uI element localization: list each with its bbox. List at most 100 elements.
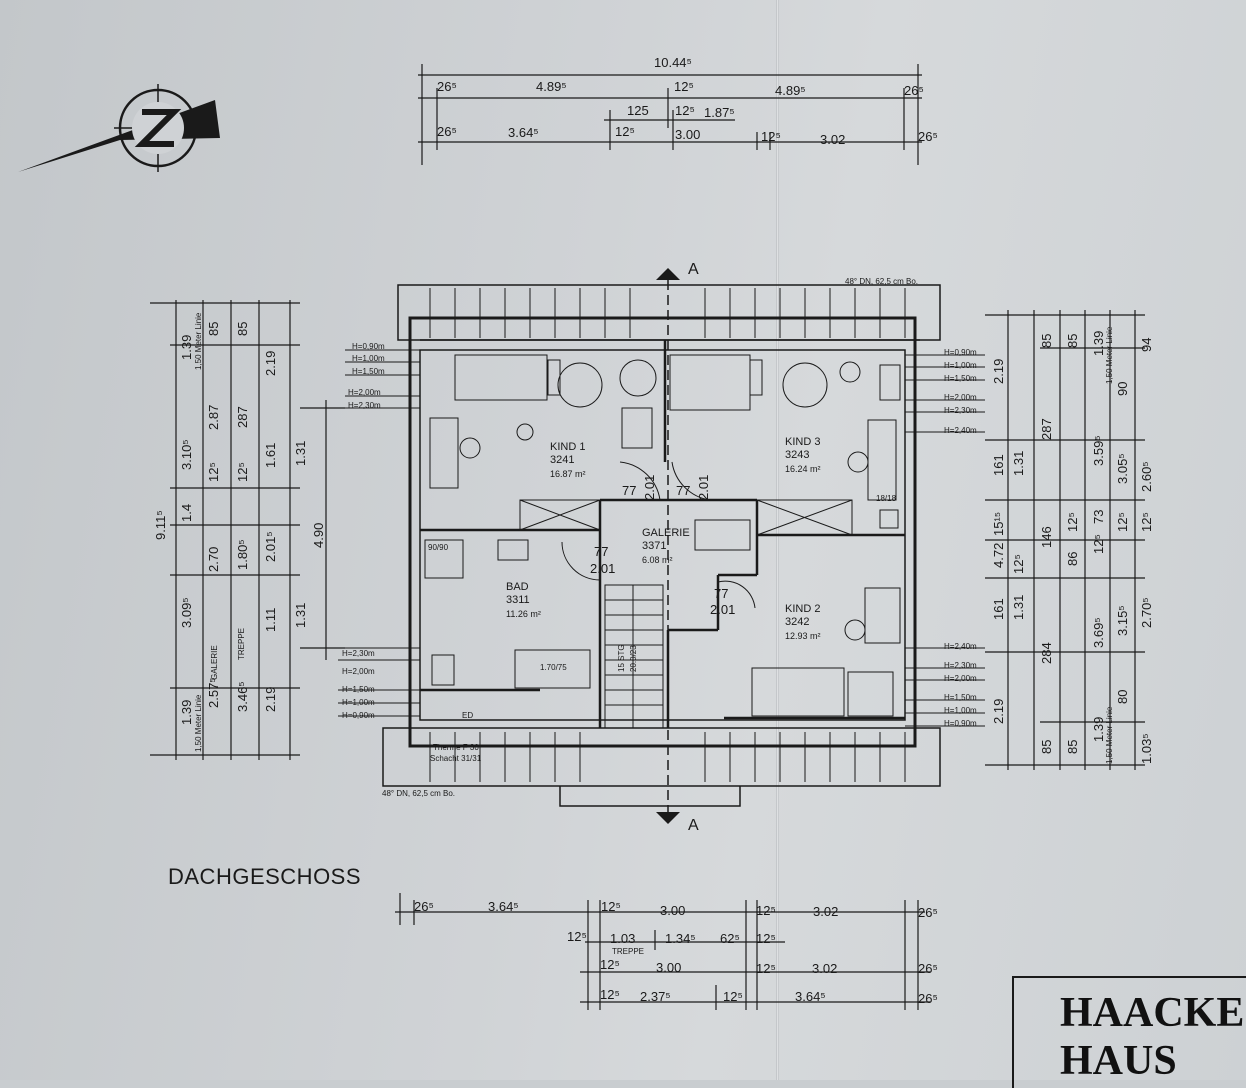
dim-label: 86 bbox=[1065, 551, 1080, 566]
dim-label: 12⁵ bbox=[1139, 512, 1154, 532]
dim-label: 85 bbox=[1065, 333, 1080, 348]
dim-label: 12⁵ bbox=[756, 903, 776, 918]
dim-label: 287 bbox=[1039, 418, 1054, 440]
dim-overall-width: 10.44⁵ bbox=[654, 55, 692, 70]
dim-label: 1.87⁵ bbox=[704, 105, 735, 120]
dim-label: 1.61 bbox=[263, 442, 278, 468]
dim-label: 4.89⁵ bbox=[775, 83, 806, 98]
dim-label: 2.19 bbox=[991, 698, 1006, 724]
dim-label: 26⁵ bbox=[918, 961, 938, 976]
dim-label: 2.60⁵ bbox=[1139, 461, 1154, 492]
dim-label: 3.02 bbox=[820, 132, 846, 147]
brand-line-1: HAACKE bbox=[1060, 990, 1245, 1036]
dim-label: 90 bbox=[1115, 381, 1130, 396]
dim-label: 12⁵ bbox=[756, 931, 776, 946]
dim-label: 2.87 bbox=[206, 404, 221, 430]
left-dimension-lines bbox=[150, 300, 345, 760]
height-label: H=1,50m bbox=[342, 685, 375, 694]
dim-label: 2.19 bbox=[263, 350, 278, 376]
height-label: H=0,90m bbox=[944, 719, 977, 728]
dim-label: 80 bbox=[1115, 689, 1130, 704]
dim-label: 26⁵ bbox=[414, 899, 434, 914]
room-galerie: GALERIE 3371 6.08 m² bbox=[642, 528, 690, 565]
room-area: 16.24 m² bbox=[785, 464, 821, 474]
treppe-label: TREPPE bbox=[612, 947, 645, 956]
door-swings bbox=[561, 461, 756, 609]
title-block bbox=[1012, 976, 1246, 1088]
dim-label: 3.69⁵ bbox=[1091, 617, 1106, 648]
door-height: 2.01 bbox=[710, 602, 736, 617]
dim-label: 287 bbox=[235, 406, 250, 428]
dim-label: 146 bbox=[1039, 526, 1054, 548]
room-number: 3241 bbox=[550, 454, 575, 466]
height-label: H=2,30m bbox=[944, 406, 977, 415]
dim-label: 4.90 bbox=[311, 522, 326, 548]
dim-label: 161 bbox=[991, 454, 1006, 476]
dim-label: 12⁵ bbox=[600, 987, 620, 1002]
roof-overhang bbox=[382, 284, 941, 807]
chimney-label: 18/18 bbox=[876, 494, 897, 503]
dim-label: 12⁵ bbox=[601, 899, 621, 914]
dim-label: 12⁵ bbox=[206, 462, 221, 482]
dim-label: 2.70 bbox=[206, 546, 221, 572]
dim-label: 1.39 bbox=[1091, 330, 1106, 356]
dim-label: 12⁵ bbox=[723, 989, 743, 1004]
room-kind-3: KIND 3 3243 16.24 m² bbox=[785, 437, 821, 474]
dim-label: 2.19 bbox=[991, 358, 1006, 384]
height-label: H=1,50m bbox=[352, 367, 385, 376]
top-dimension-lines bbox=[418, 64, 922, 165]
door-width: 77 bbox=[714, 586, 729, 601]
door-width: 77 bbox=[622, 483, 637, 498]
furniture bbox=[424, 354, 901, 717]
room-name: KIND 2 bbox=[785, 603, 821, 615]
room-name: KIND 3 bbox=[785, 436, 821, 448]
dim-label: 26⁵ bbox=[437, 79, 457, 94]
dim-label: 85 bbox=[206, 321, 221, 336]
height-label: H=2,00m bbox=[348, 388, 381, 397]
dim-label: 1.4 bbox=[179, 503, 194, 522]
dim-label: 3.10⁵ bbox=[179, 439, 194, 470]
dim-label: 1.11 bbox=[263, 607, 278, 632]
room-kind-1: KIND 1 3241 16.87 m² bbox=[550, 442, 586, 479]
dim-label: 94 bbox=[1139, 337, 1154, 352]
height-label: H=2,00m bbox=[944, 393, 977, 402]
railing bbox=[519, 499, 853, 551]
height-label: H=2,30m bbox=[348, 401, 381, 410]
room-number: 3243 bbox=[785, 449, 810, 461]
dim-label: 2.70⁵ bbox=[1139, 597, 1154, 628]
dim-label: 3.46⁵ bbox=[235, 681, 250, 712]
dim-label: 26⁵ bbox=[918, 991, 938, 1006]
bottom-dimension-lines bbox=[395, 893, 930, 1010]
room-name: BAD bbox=[506, 581, 529, 593]
room-bad: BAD 3311 11.26 m² bbox=[506, 582, 541, 619]
tub-label: 1.70/75 bbox=[540, 663, 567, 672]
dim-label: 3.59⁵ bbox=[1091, 435, 1106, 466]
dim-label: 2.19 bbox=[263, 686, 278, 712]
dim-label: 26⁵ bbox=[918, 129, 938, 144]
right-dimension-lines bbox=[985, 310, 1145, 770]
dim-label: 1.31 bbox=[1011, 450, 1026, 476]
dim-label: 1.39 bbox=[1091, 716, 1106, 742]
dim-label: 3.02 bbox=[812, 961, 838, 976]
room-number: 3311 bbox=[506, 594, 530, 606]
dim-label: 3.64⁵ bbox=[488, 899, 519, 914]
room-area: 11.26 m² bbox=[506, 609, 541, 619]
room-name: KIND 1 bbox=[550, 441, 586, 453]
roof-note-top: 48° DN, 62,5 cm Bo. bbox=[845, 277, 919, 286]
meter-line-label: 1,50 Meter Linie bbox=[194, 312, 203, 370]
door-height: 2.01 bbox=[696, 474, 711, 500]
height-label: H=1,50m bbox=[944, 374, 977, 383]
dim-label: 1.39 bbox=[179, 334, 194, 360]
dim-label: 12⁵ bbox=[675, 103, 695, 118]
dim-label: 85 bbox=[1065, 739, 1080, 754]
height-label: H=2,00m bbox=[944, 674, 977, 683]
height-label: H=2,00m bbox=[342, 667, 375, 676]
dim-label: 161 bbox=[991, 598, 1006, 620]
height-label: H=2,40m bbox=[944, 426, 977, 435]
dim-label: 26⁵ bbox=[437, 124, 457, 139]
room-number: 3371 bbox=[642, 540, 667, 552]
height-label: H=0,90m bbox=[352, 342, 385, 351]
dim-label: 125 bbox=[627, 103, 649, 118]
dim-label: 1.31 bbox=[293, 440, 308, 466]
